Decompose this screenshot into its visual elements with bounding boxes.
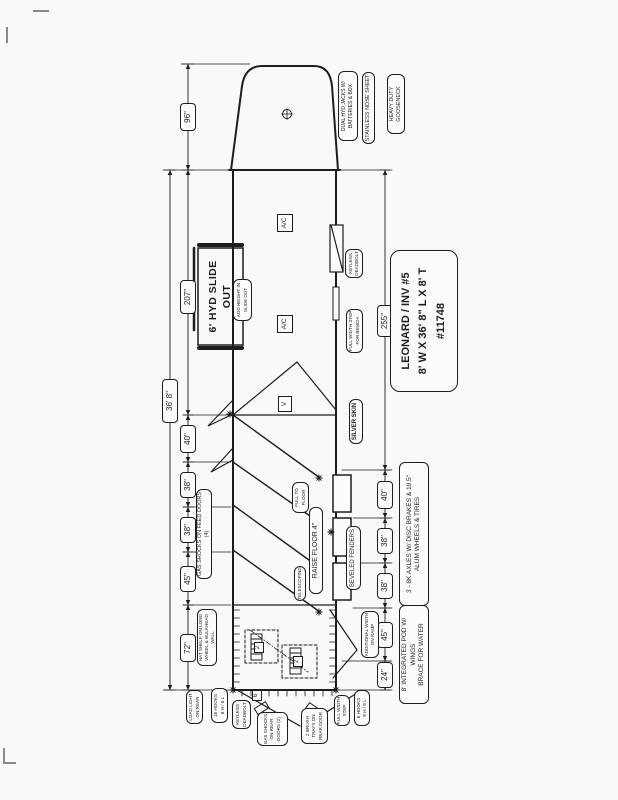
scan-mark [33, 10, 49, 12]
callout-6-hooks: 6 HOOKS 8 H / 8 L [354, 690, 370, 726]
callout-additional-width-ramp: ADDITIONAL WIDTH ON RAMP [361, 611, 379, 658]
callout-gas-shocks-feed-doors: GAS SHOCKS ON FEED DOORS (4) [196, 489, 212, 579]
callout-stainless-nose-sheet: STAINLESS NOSE SHEET [362, 72, 375, 144]
callout-dual-hyd-jacks: DUAL HYD JACKS W/ BATTERIES & BOX [338, 71, 358, 141]
callout-hat-shelf: HAT SHELF ON LONG WHEEL & BULKHEAD WALL [197, 609, 217, 666]
dim-overall-length: 36' 8" [162, 379, 178, 423]
scan-mark [6, 27, 8, 43]
dim-axle-40: 40" [377, 481, 393, 509]
callout-brush-trays: 2 BRUSH TRAYS ON REAR DOOR [301, 708, 328, 744]
label-ac-unit: A/C [277, 214, 293, 232]
dim-stall-38: 38" [180, 517, 196, 543]
dim-stall-38: 38" [180, 472, 196, 498]
dim-rear-45: 45" [377, 622, 393, 648]
dim-front-207: 207" [180, 280, 196, 314]
tag-item-6: 6 [252, 690, 262, 701]
callout-heavy-duty-gooseneck: HEAVY DUTY GOOSENECK [387, 74, 405, 134]
callout-beveled-fenders: BEVELED FENDERS [346, 526, 361, 590]
dim-nose-96: 96" [180, 103, 196, 131]
title-unit: LEONARD / INV #5 [400, 272, 413, 370]
callout-full-width-step: FULL WIDTH STEP [334, 695, 350, 726]
tag-saddle-rack-2: 2 [293, 656, 303, 667]
callout-integrated-pod: 8' INTEGRATED POD W/ WINGS BRACE FOR WAT… [399, 605, 429, 704]
label-ac-unit: A/C [277, 315, 293, 333]
label-roof-vent: V [278, 396, 292, 412]
dim-axle-38: 38" [377, 573, 393, 599]
callout-silver-skin: SILVER SKIN [349, 399, 363, 444]
dim-rear-24: 24" [377, 662, 393, 688]
callout-raise-floor: RAISE FLOOR 4" [309, 507, 323, 594]
callout-telescoping: TELESCOPING [294, 566, 306, 601]
title-size: 8' W X 36' 8" L X 8' T [417, 267, 430, 375]
tag-saddle-rack-2: 2 [254, 642, 264, 653]
scan-mark [3, 762, 16, 764]
title-block: LEONARD / INV #5 8' W X 36' 8" L X 8' T … [390, 250, 458, 392]
callout-full-to-floor: FULL TO FLOOR [292, 482, 309, 513]
dim-axle-38: 38" [377, 528, 393, 554]
dim-stall-40: 40" [180, 425, 196, 453]
title-number: #11748 [434, 302, 447, 340]
callout-gas-shocks-rear-doors: GAS SHOCKS ON REAR DOORS (2) [257, 712, 288, 746]
callout-keyless-deadbolt-rear: KEYLESS DEADBOLT [232, 700, 251, 729]
scan-mark [3, 748, 5, 762]
callout-full-width-step-bench: FULL WIDTH STEP FOR BENCH [346, 309, 363, 353]
callout-load-light: LOAD LIGHT ON REAR [186, 690, 203, 724]
callout-keyless-deadbolt-front: KEYLESS DEADBOLT [345, 249, 363, 278]
dim-rear-72: 72" [180, 634, 196, 662]
callout-16-hooks: 16 HOOKS 8 H / 8 L [211, 688, 228, 723]
dim-stall-45: 45" [180, 566, 196, 592]
callout-axles: 3 - 8K AXLES W/ DISC BRAKES & 19.5" ALUM… [399, 462, 429, 606]
callout-add-height-slide: ADD HEIGHT IN SLIDE OUT [233, 279, 252, 321]
